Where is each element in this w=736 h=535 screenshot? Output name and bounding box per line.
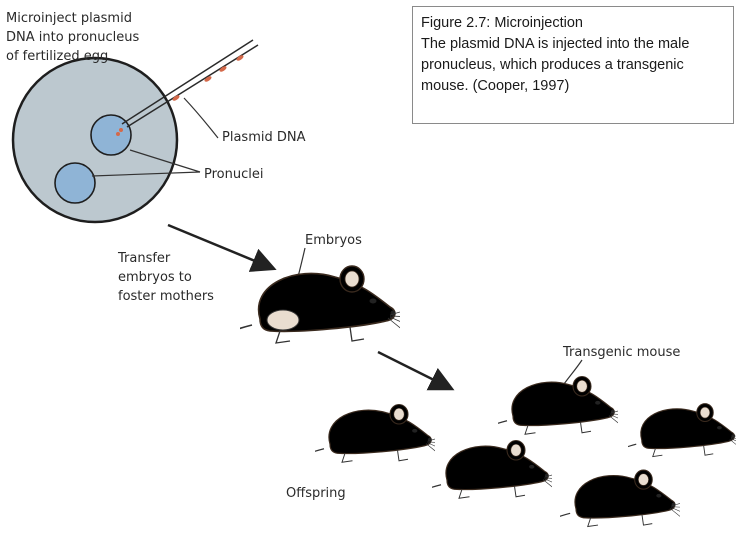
caption-line-1: The plasmid DNA is injected into the mal… — [421, 34, 725, 55]
label-transfer-1: Transfer — [117, 251, 171, 266]
offspring-mouse-2 — [391, 441, 561, 499]
label-embryos: Embryos — [305, 233, 362, 248]
label-plasmid-dna: Plasmid DNA — [222, 130, 306, 145]
figure-caption-box: Figure 2.7: Microinjection The plasmid D… — [412, 6, 734, 124]
offspring-mice: .om .body{fill:#b89372}.om .ear{fill:#b8… — [274, 377, 736, 527]
transgenic-mouse — [457, 377, 627, 435]
label-offspring: Offspring — [286, 486, 346, 501]
label-pronuclei: Pronuclei — [204, 167, 263, 182]
label-transfer-3: foster mothers — [118, 289, 214, 304]
label-transgenic-mouse: Transgenic mouse — [562, 345, 680, 360]
offspring-mouse-1 — [274, 405, 444, 463]
caption-title: Figure 2.7: Microinjection — [421, 13, 725, 34]
caption-line-3: mouse. (Cooper, 1997) — [421, 76, 725, 97]
male-pronucleus — [91, 115, 131, 155]
label-transfer-2: embryos to — [118, 270, 192, 285]
foster-mother-mouse: .fm .body{fill:#b89372}.fm .ear{fill:#b8… — [185, 266, 412, 343]
caption-line-2: pronucleus, which produces a transgenic — [421, 55, 725, 76]
label-microinject-1: Microinject plasmid — [6, 11, 132, 26]
label-microinject-3: of fertilized egg — [6, 49, 108, 64]
female-pronucleus — [55, 163, 95, 203]
transfer-arrow — [168, 225, 272, 268]
offspring-arrow — [378, 352, 450, 388]
label-microinject-2: DNA into pronucleus — [6, 30, 140, 45]
fertilized-egg — [13, 58, 177, 222]
